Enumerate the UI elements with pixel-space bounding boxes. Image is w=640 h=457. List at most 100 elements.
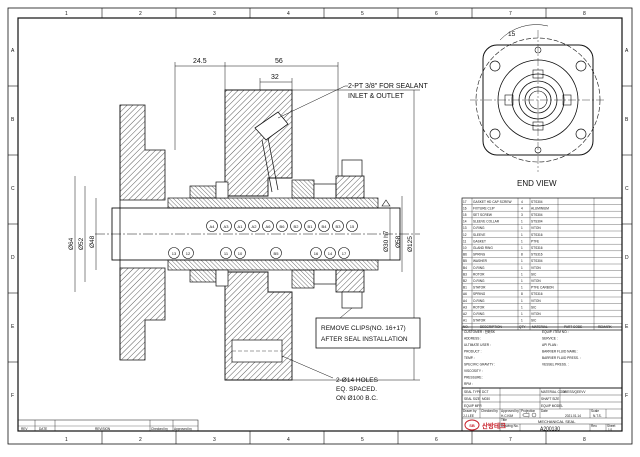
gland-ring	[497, 59, 579, 141]
part-no: 11	[463, 239, 467, 243]
equip-mfr-label: EQUIP MFR	[464, 404, 482, 408]
projection-symbol	[522, 412, 537, 418]
part-material: VITON	[531, 266, 541, 270]
drawing-title: MECHANICAL SEAL	[538, 419, 576, 424]
dim-phi58: Ø58	[395, 235, 402, 248]
part-no: B5	[463, 259, 467, 263]
bolt-hole	[489, 60, 501, 72]
balloon: 17	[338, 247, 350, 259]
fixture-clip-top	[341, 159, 363, 177]
rotor-a-top	[189, 185, 217, 199]
title-label: Title	[501, 418, 507, 422]
sleeve-collar-top	[335, 175, 365, 199]
stator-b-top	[291, 179, 315, 199]
part-description: GASKET HD CAP SCREW	[473, 200, 512, 204]
balloon: A3	[220, 220, 232, 232]
balloon-label: 16	[314, 251, 319, 256]
part-description: GASKET	[473, 239, 486, 243]
sealant-note-line2: INLET & OUTLET	[348, 93, 405, 100]
part-qty: 1	[521, 239, 523, 243]
clip	[532, 121, 544, 131]
row-letter: E	[625, 324, 629, 330]
part-qty: 4	[521, 206, 523, 210]
part-qty: 1	[521, 226, 523, 230]
customer-field-left: ADDRESS :	[464, 337, 481, 341]
part-qty: 1	[521, 220, 523, 224]
balloon: 16	[310, 247, 322, 259]
material-code-label: MATERIAL CODE	[541, 390, 567, 394]
part-description: SPRING	[473, 292, 486, 296]
balloon-label: 13	[172, 251, 177, 256]
part-no: 17	[463, 200, 467, 204]
bolt-hole	[575, 60, 587, 72]
balloon: B6	[276, 220, 288, 232]
balloon-label: 10	[238, 251, 243, 256]
balloon: 10	[234, 247, 246, 259]
part-description: WASHER	[473, 259, 488, 263]
gland-outline	[482, 44, 594, 156]
sealant-port	[254, 111, 289, 141]
rotor-b-top	[313, 183, 337, 199]
balloon-label: 14	[328, 251, 333, 256]
part-description: SPRING	[473, 253, 486, 257]
part-description: ROTOR	[473, 305, 485, 309]
part-material: STS304	[531, 213, 543, 217]
part-qty: 1	[521, 233, 523, 237]
part-description: SET SCREW	[473, 213, 492, 217]
customer-field-right: API PLAN :	[542, 343, 558, 347]
col-number: 6	[435, 11, 438, 17]
part-description: ROTOR	[473, 272, 485, 276]
balloon: B1	[304, 220, 316, 232]
col-number: 5	[361, 437, 364, 443]
col-number: 8	[583, 437, 586, 443]
border-row-letters: A B C D E F A B C D E F	[11, 48, 629, 399]
drawing-number: A200130	[540, 427, 560, 433]
row-letter: F	[11, 393, 14, 399]
border-column-numbers-bottom: 1 2 3 4 5 6 7 8	[65, 437, 586, 443]
balloon-label: A3	[224, 224, 230, 229]
col-number: 3	[213, 11, 216, 17]
part-description: O-RING	[473, 226, 485, 230]
row-letter: E	[11, 324, 15, 330]
clip	[504, 94, 514, 106]
bolt-circle	[475, 37, 601, 163]
part-description: O-RING	[473, 279, 485, 283]
date-label: Date	[541, 409, 548, 413]
approved-by-label: Approved by	[501, 409, 519, 413]
bolt-hole	[489, 128, 501, 140]
col-number: 5	[361, 11, 364, 17]
surface-finish-symbol	[381, 199, 391, 207]
col-number: 8	[583, 11, 586, 17]
dim-phi48: Ø48	[89, 235, 96, 248]
pump-housing-bottom	[119, 267, 166, 361]
part-material: VITON	[531, 312, 541, 316]
row-letter: C	[11, 186, 15, 192]
col-number: 4	[287, 437, 290, 443]
part-qty: 1	[521, 305, 523, 309]
seal-type-label: SEAL TYPE	[464, 390, 481, 394]
row-letter: B	[11, 117, 15, 123]
part-material: STS304	[531, 200, 543, 204]
dim-phi52: Ø52	[78, 237, 85, 250]
fixture-clip-bottom	[341, 291, 363, 309]
revision-table: REV DATE REVISION Checked by Approved by	[17, 419, 199, 432]
customer-field-left: PRODUCT :	[464, 350, 482, 354]
part-material: VITON	[531, 299, 541, 303]
customer-field-left: CUSTOMER : 한화SK	[464, 329, 496, 334]
part-qty: 1	[521, 279, 523, 283]
sheet-value: 1/1	[608, 428, 613, 432]
